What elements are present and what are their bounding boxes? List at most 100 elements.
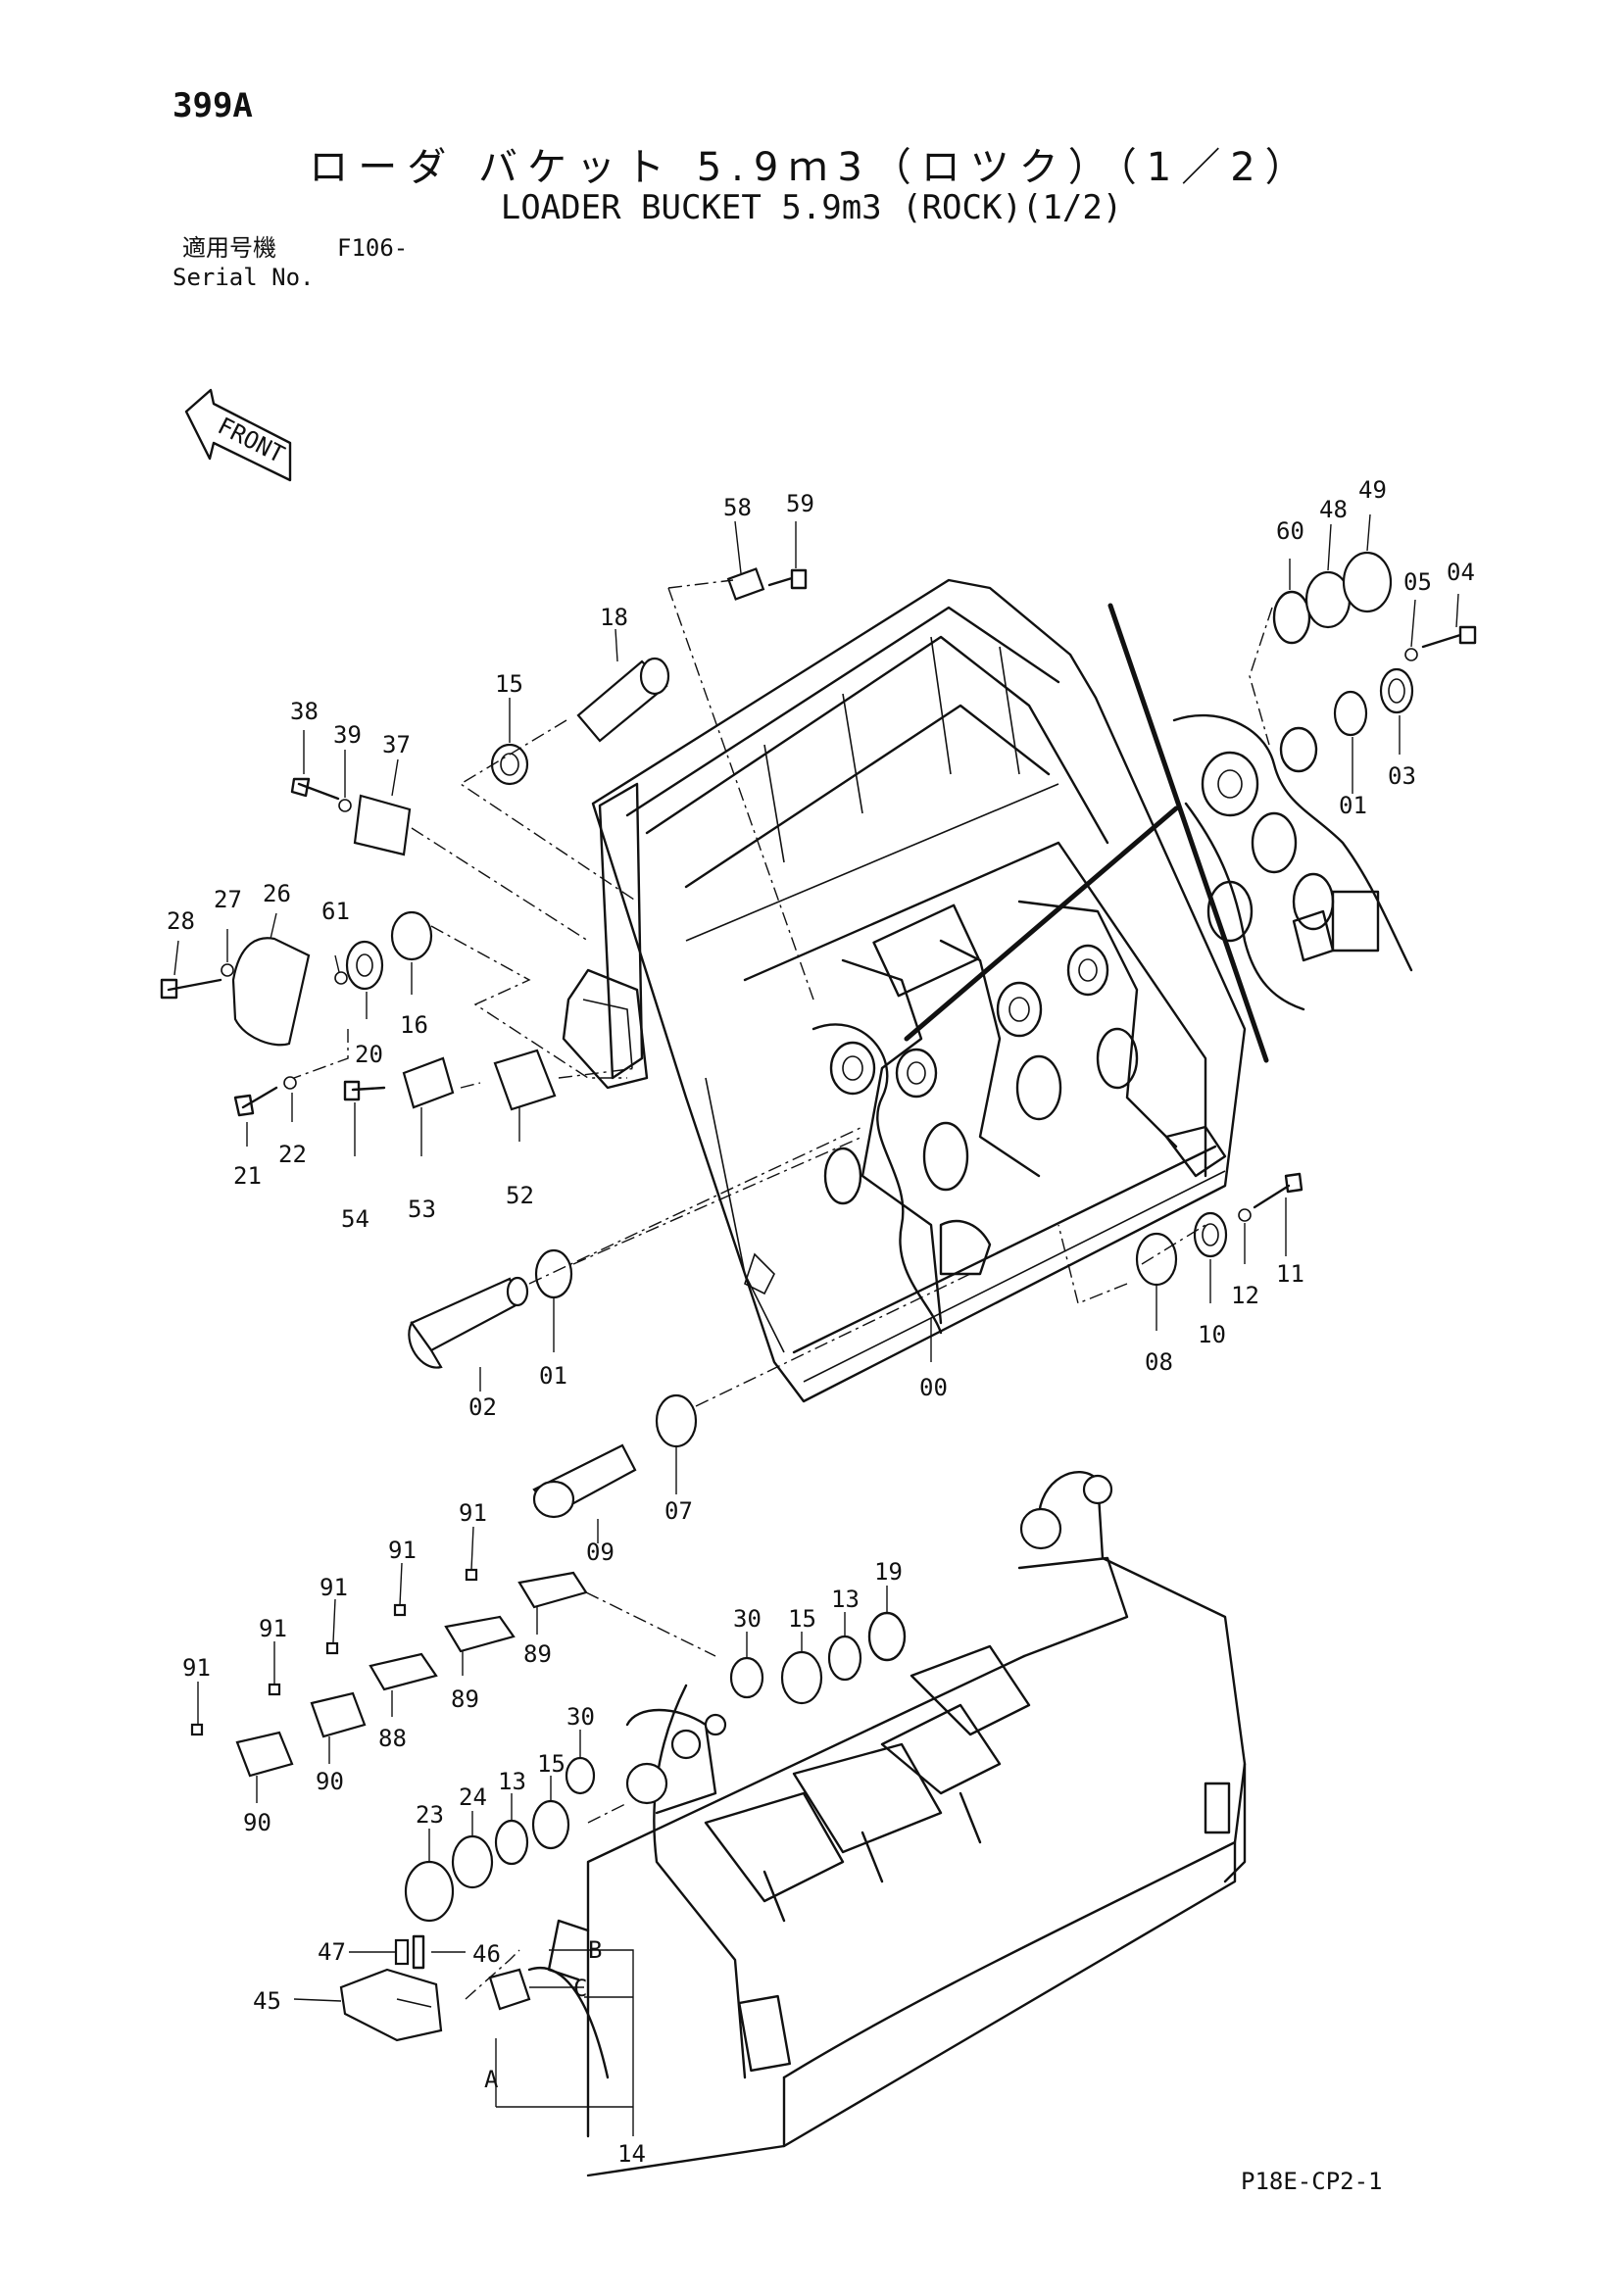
part-14-adapter [488,1967,610,2079]
callout-39: 39 [333,721,362,749]
callout-27: 27 [214,886,242,913]
callout-15: 15 [495,670,523,698]
callout-49: 49 [1358,476,1387,504]
page-header: 399A ローダ バケット 5.9ｍ3（ロツク）（1／2） LOADER BUC… [0,0,1623,314]
callout-24: 24 [459,1783,487,1811]
callout-47: 47 [318,1938,346,1966]
part-13-shim-a [827,1635,862,1682]
part-38-bolt [290,777,340,801]
callout-28: 28 [167,907,195,935]
part-04-bolt [1421,625,1477,649]
part-15-bushing [490,743,529,786]
callout-20: 20 [355,1041,383,1068]
part-11-bolt [1253,1172,1303,1209]
callout-91-d: 91 [259,1615,287,1642]
callout-05: 05 [1403,568,1432,596]
callout-89-b: 89 [451,1685,479,1713]
part-49-plate [1342,551,1393,613]
callout-15-b: 15 [788,1605,816,1633]
serial-block: 適用号機 F106- Serial No. [172,233,408,292]
serial-value: F106- [337,234,409,262]
part-15-bushing-c [531,1799,570,1850]
part-22-washer [283,1076,297,1090]
part-37-plate [353,794,412,856]
part-30-bushing-b [565,1756,596,1795]
title-japanese: ローダ バケット 5.9ｍ3（ロツク）（1／2） [309,145,1314,190]
part-26-cover [231,937,311,1047]
part-46-retainer [412,1934,425,1970]
part-20-seal [345,940,384,991]
upper-frame [562,578,1247,1403]
callout-11: 11 [1276,1260,1304,1288]
part-91-cap [190,1568,478,1736]
callout-04: 04 [1447,559,1475,586]
part-89-tooth-cover [444,1571,588,1653]
callout-07: 07 [664,1497,693,1525]
callout-30-b: 30 [566,1703,595,1731]
front-arrow-icon: FRONT [184,388,292,482]
reference-line [904,806,1179,1042]
callout-91-c: 91 [320,1574,348,1601]
callout-89-a: 89 [523,1640,552,1668]
callout-61: 61 [321,898,350,925]
part-60-snap-ring [1272,590,1311,645]
part-90-tooth-cover [235,1691,367,1778]
callout-30-a: 30 [733,1605,762,1633]
part-01-bushing-a [1333,690,1368,737]
callout-18: 18 [600,604,628,631]
serial-label-en: Serial No. [172,264,315,291]
callout-37: 37 [382,731,411,758]
part-23-plate [404,1860,455,1923]
callout-16: 16 [400,1011,428,1039]
part-01-bushing-b [534,1248,573,1299]
part-58-cover [726,567,765,601]
part-18-pin [576,657,670,743]
serial-label-jp: 適用号機 [182,234,276,262]
part-09-pin [532,1443,637,1519]
callout-19: 19 [874,1558,903,1586]
part-05-washer [1404,648,1418,661]
part-28-bolt [160,978,222,1000]
part-53-bracket [402,1056,455,1109]
leader-lines [173,513,1459,2136]
callout-46: 46 [472,1940,501,1968]
callout-13-b: 13 [498,1768,526,1795]
part-12-washer [1238,1208,1252,1222]
callout-52: 52 [506,1182,534,1209]
part-88-tooth-cover [369,1652,438,1691]
callout-90-b: 90 [243,1809,271,1836]
part-16-bushing [390,910,433,961]
part-24-plate [451,1834,494,1889]
callout-23: 23 [416,1801,444,1829]
callout-91-b: 91 [388,1537,417,1564]
detail-bracket [1107,603,1269,1063]
callout-26: 26 [263,880,291,907]
callout-60: 60 [1276,517,1304,545]
callout-54: 54 [341,1205,369,1233]
callout-48: 48 [1319,496,1348,523]
callout-A: A [484,2066,499,2093]
callout-88: 88 [378,1725,407,1752]
drawing-code: P18E-CP2-1 [1241,2168,1383,2195]
right-detail-view [1172,713,1413,1011]
assembly-lines [293,579,1273,2000]
part-45-tooth [339,1968,443,2042]
part-54-bolt [343,1080,386,1101]
part-08-bushing [1135,1232,1178,1287]
part-59-bolt [767,568,808,590]
part-27-washer [221,963,234,977]
callout-22: 22 [278,1141,307,1168]
callout-90-a: 90 [316,1768,344,1795]
part-15-bushing-b [780,1650,823,1705]
callout-12: 12 [1231,1282,1259,1309]
callout-01b: 01 [539,1362,567,1390]
callout-91-a: 91 [459,1499,487,1527]
part-03-seal [1379,667,1414,714]
callout-13-a: 13 [831,1586,860,1613]
callout-58: 58 [723,494,752,521]
page-code: 399A [172,86,253,125]
callout-45: 45 [253,1987,281,2015]
part-52-plate [493,1049,557,1111]
callout-08: 08 [1145,1348,1173,1376]
